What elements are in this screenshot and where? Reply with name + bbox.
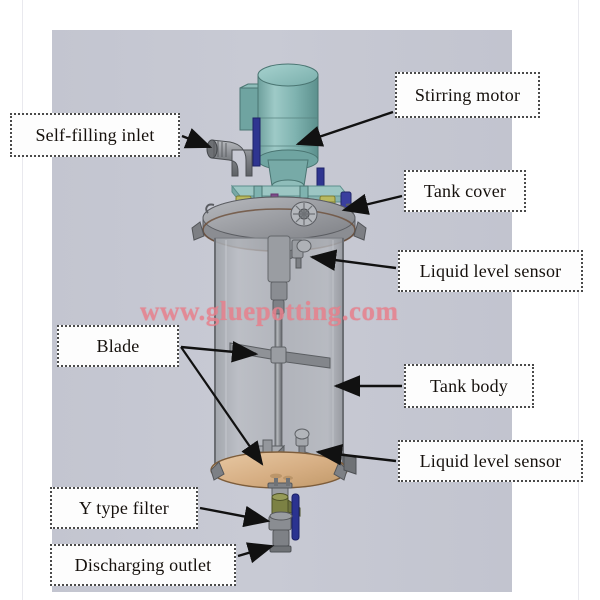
stirring-shaft bbox=[267, 235, 291, 457]
callout-y-type-filter[interactable]: Y type filter bbox=[50, 487, 198, 529]
callout-discharging-outlet[interactable]: Discharging outlet bbox=[50, 544, 236, 586]
leader-self-filling-inlet bbox=[181, 128, 213, 149]
leader-discharging-outlet bbox=[237, 542, 275, 564]
callout-tank-cover[interactable]: Tank cover bbox=[404, 170, 526, 212]
leader-tank-cover bbox=[341, 193, 403, 215]
callout-label: Liquid level sensor bbox=[419, 451, 562, 471]
callout-label: Liquid level sensor bbox=[419, 261, 562, 281]
callout-label: Discharging outlet bbox=[74, 555, 212, 575]
callout-label: Tank body bbox=[429, 376, 509, 396]
callout-liquid-level-sensor-upper[interactable]: Liquid level sensor bbox=[398, 250, 583, 292]
callout-blade[interactable]: Blade bbox=[57, 325, 179, 367]
stirring-motor bbox=[239, 63, 325, 203]
callout-self-filling-inlet[interactable]: Self-filling inlet bbox=[10, 113, 180, 157]
discharge-valve-handle bbox=[291, 493, 300, 541]
page-rule-left bbox=[22, 0, 23, 600]
callout-label: Tank cover bbox=[423, 181, 507, 201]
page-rule-right bbox=[578, 0, 579, 600]
leader-stirring-motor bbox=[295, 110, 394, 147]
self-filling-inlet-pipe bbox=[206, 139, 253, 177]
callout-label: Self-filling inlet bbox=[35, 125, 155, 145]
callout-stirring-motor[interactable]: Stirring motor bbox=[395, 72, 540, 118]
callout-label: Y type filter bbox=[79, 498, 169, 518]
leader-liquid-level-sensor-lower bbox=[315, 444, 397, 466]
cover-clamp-knob bbox=[290, 201, 318, 227]
callout-liquid-level-sensor-lower[interactable]: Liquid level sensor bbox=[398, 440, 583, 482]
leader-lines bbox=[180, 110, 403, 564]
leader-blade bbox=[180, 341, 259, 363]
callout-label: Stirring motor bbox=[414, 85, 521, 105]
leader-blade-secondary bbox=[180, 346, 264, 466]
callout-label: Blade bbox=[96, 336, 140, 356]
callout-tank-body[interactable]: Tank body bbox=[404, 364, 534, 408]
leader-liquid-level-sensor-upper bbox=[309, 249, 397, 271]
leader-y-type-filter bbox=[199, 505, 271, 528]
